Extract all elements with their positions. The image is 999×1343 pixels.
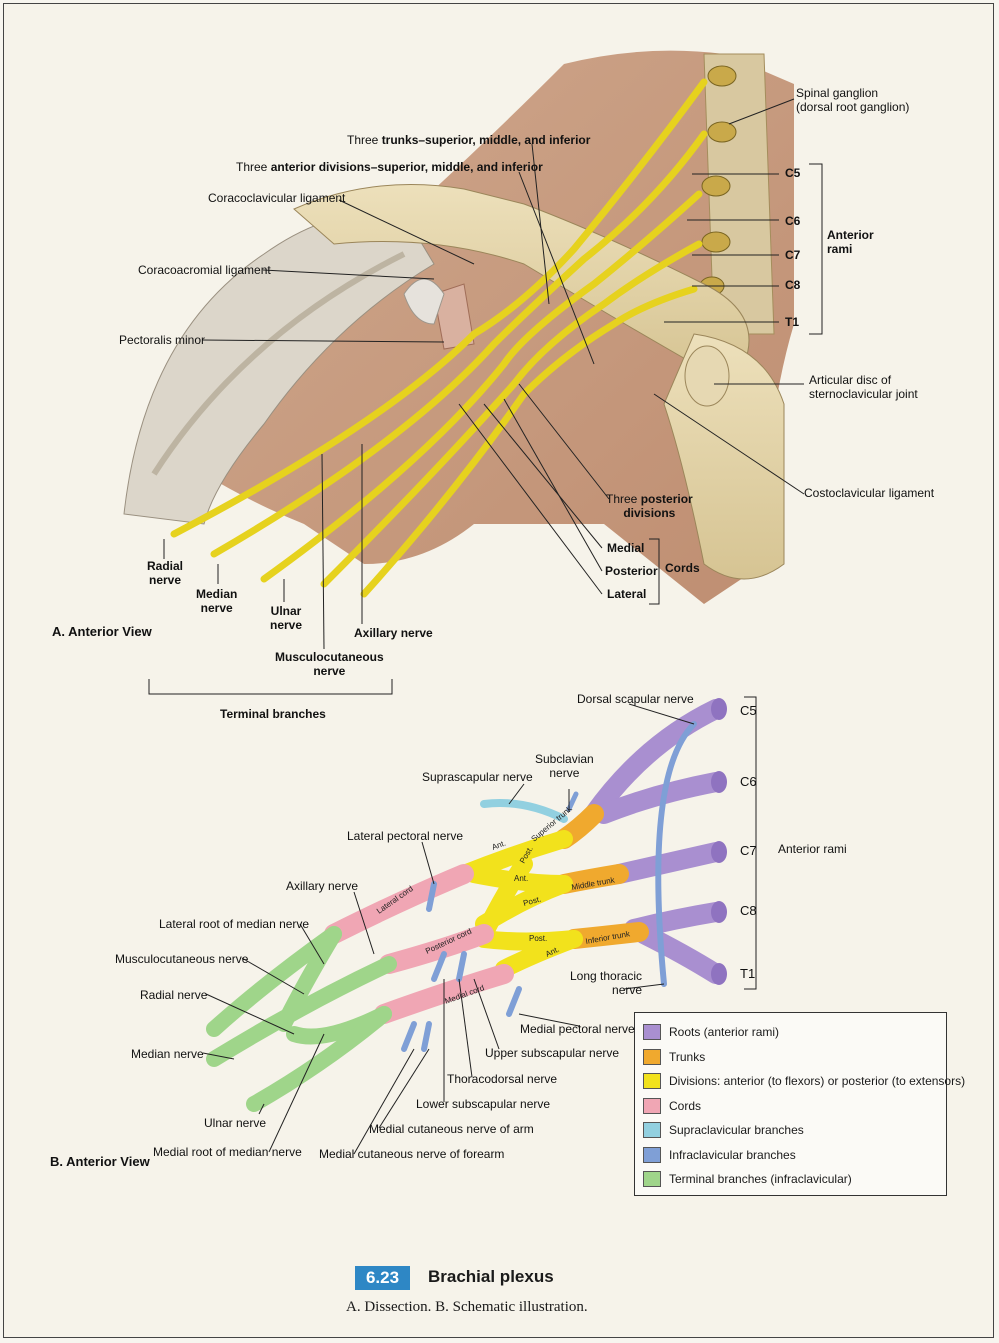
figure-caption: A. Dissection. B. Schematic illustration… <box>346 1299 588 1316</box>
long-thoracic-line1: Long thoracic <box>570 969 642 983</box>
legend-label: Terminal branches (infraclavicular) <box>669 1172 852 1186</box>
b-c8-label: C8 <box>740 904 757 918</box>
b-anterior-rami-label: Anterior rami <box>778 842 847 856</box>
b-c7-label: C7 <box>740 844 757 858</box>
post-division-label-3: Post. <box>529 934 547 943</box>
legend-label: Trunks <box>669 1050 705 1064</box>
legend-swatch <box>643 1073 661 1089</box>
legend-label: Cords <box>669 1099 701 1113</box>
legend-swatch <box>643 1147 661 1163</box>
b-c6-label: C6 <box>740 775 757 789</box>
figure-number-badge: 6.23 <box>355 1266 410 1290</box>
legend-swatch <box>643 1098 661 1114</box>
figure-page: Spinal ganglion(dorsal root ganglion) Th… <box>3 3 994 1338</box>
legend-label: Divisions: anterior (to flexors) or post… <box>669 1074 965 1088</box>
b-t1-label: T1 <box>740 967 755 981</box>
b-c5-label: C5 <box>740 704 757 718</box>
subclavian-line1: Subclavian <box>535 752 594 766</box>
suprascapular-nerve-label: Suprascapular nerve <box>422 770 533 784</box>
subclavian-line2: nerve <box>549 766 579 780</box>
legend-label: Infraclavicular branches <box>669 1148 796 1162</box>
b-axillary-nerve-label: Axillary nerve <box>286 879 358 893</box>
medial-pectoral-label: Medial pectoral nerve <box>520 1022 635 1036</box>
long-thoracic-line2: nerve <box>572 983 642 997</box>
legend-swatch <box>643 1122 661 1138</box>
lateral-pectoral-nerve-label: Lateral pectoral nerve <box>347 829 463 843</box>
panel-b-view-label: B. Anterior View <box>50 1155 150 1169</box>
lower-subscapular-label: Lower subscapular nerve <box>416 1097 550 1111</box>
b-ulnar-nerve-label: Ulnar nerve <box>204 1116 266 1130</box>
legend-swatch <box>643 1171 661 1187</box>
figure-title: Brachial plexus <box>428 1267 554 1287</box>
b-radial-nerve-label: Radial nerve <box>140 988 207 1002</box>
upper-subscapular-label: Upper subscapular nerve <box>485 1046 619 1060</box>
legend-swatch <box>643 1049 661 1065</box>
medial-root-median-label: Medial root of median nerve <box>153 1145 302 1159</box>
b-musculocutaneous-label: Musculocutaneous nerve <box>115 952 248 966</box>
b-median-nerve-label: Median nerve <box>131 1047 204 1061</box>
medial-cutaneous-arm-label: Medial cutaneous nerve of arm <box>369 1122 534 1136</box>
thoracodorsal-label: Thoracodorsal nerve <box>447 1072 557 1086</box>
legend-label: Roots (anterior rami) <box>669 1025 779 1039</box>
lateral-root-median-label: Lateral root of median nerve <box>159 917 309 931</box>
legend-label: Supraclavicular branches <box>669 1123 804 1137</box>
legend-swatch <box>643 1024 661 1040</box>
medial-cutaneous-forearm-label: Medial cutaneous nerve of forearm <box>319 1147 504 1161</box>
dorsal-scapular-label: Dorsal scapular nerve <box>577 692 694 706</box>
ant-division-label-2: Ant. <box>514 874 528 883</box>
